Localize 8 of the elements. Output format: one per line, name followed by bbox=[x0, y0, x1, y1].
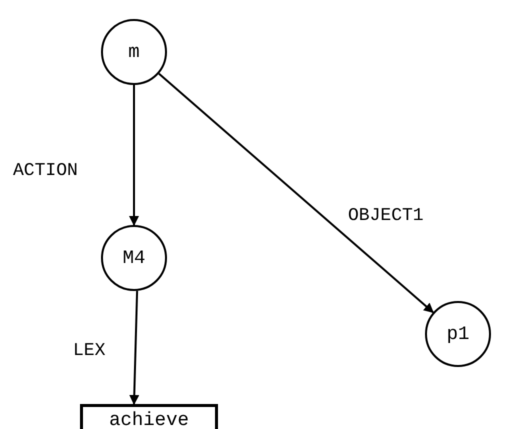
node-label: M4 bbox=[122, 247, 146, 269]
node-label: m bbox=[128, 41, 140, 63]
arrow bbox=[129, 290, 140, 405]
node-label: achieve bbox=[109, 409, 189, 429]
node-box bbox=[80, 404, 218, 429]
arrow bbox=[158, 72, 434, 314]
node-label: p1 bbox=[446, 323, 470, 345]
arrow bbox=[129, 85, 139, 226]
